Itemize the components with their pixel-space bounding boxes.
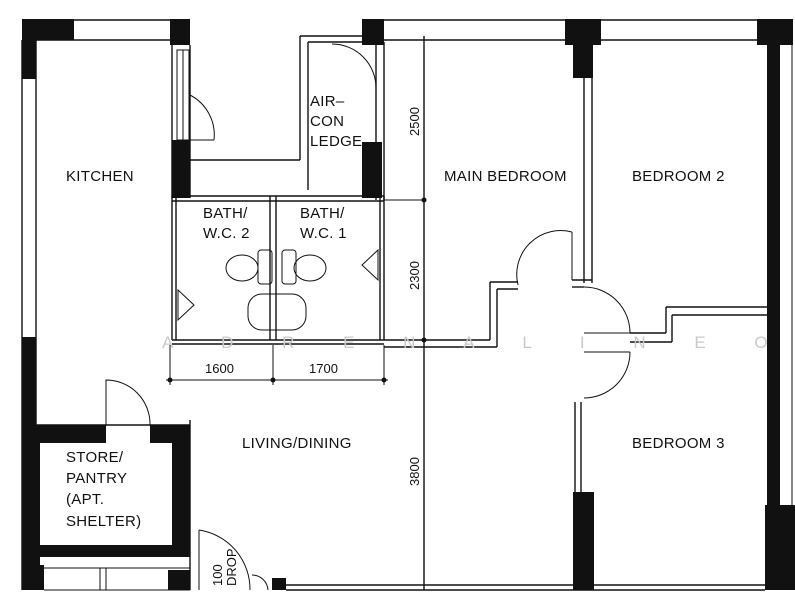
- label-bath2-line2: W.C. 2: [203, 225, 250, 242]
- label-bath1-line2: W.C. 1: [300, 225, 347, 242]
- watermark: A D R E N A L I N E O N: [162, 333, 795, 352]
- label-store-line1: STORE/: [66, 449, 124, 466]
- dimension-3800: 3800: [407, 457, 422, 486]
- dimension-1600: 1600: [205, 361, 234, 376]
- dimension-1700: 1700: [309, 361, 338, 376]
- label-aircon-line1: AIR–: [310, 93, 345, 110]
- label-store-line3: (APT.: [66, 491, 104, 508]
- label-living-dining: LIVING/DINING: [242, 435, 352, 452]
- dimension-2500: 2500: [407, 107, 422, 136]
- label-aircon-line2: CON: [310, 113, 344, 130]
- label-aircon-line3: LEDGE: [310, 133, 362, 150]
- label-chute-size: 100: [210, 564, 225, 586]
- label-kitchen: KITCHEN: [66, 168, 134, 185]
- label-bath2-line1: BATH/: [203, 205, 248, 222]
- dimension-2300: 2300: [407, 261, 422, 290]
- label-store-line4: SHELTER): [66, 513, 141, 530]
- label-main-bedroom: MAIN BEDROOM: [444, 168, 567, 185]
- label-chute-drop: DROP: [224, 548, 239, 586]
- label-bath1-line1: BATH/: [300, 205, 345, 222]
- label-store-line2: PANTRY: [66, 470, 127, 487]
- dimension-lines: [166, 345, 388, 385]
- label-bedroom-3: BEDROOM 3: [632, 435, 725, 452]
- label-bedroom-2: BEDROOM 2: [632, 168, 725, 185]
- walls: [21, 19, 795, 591]
